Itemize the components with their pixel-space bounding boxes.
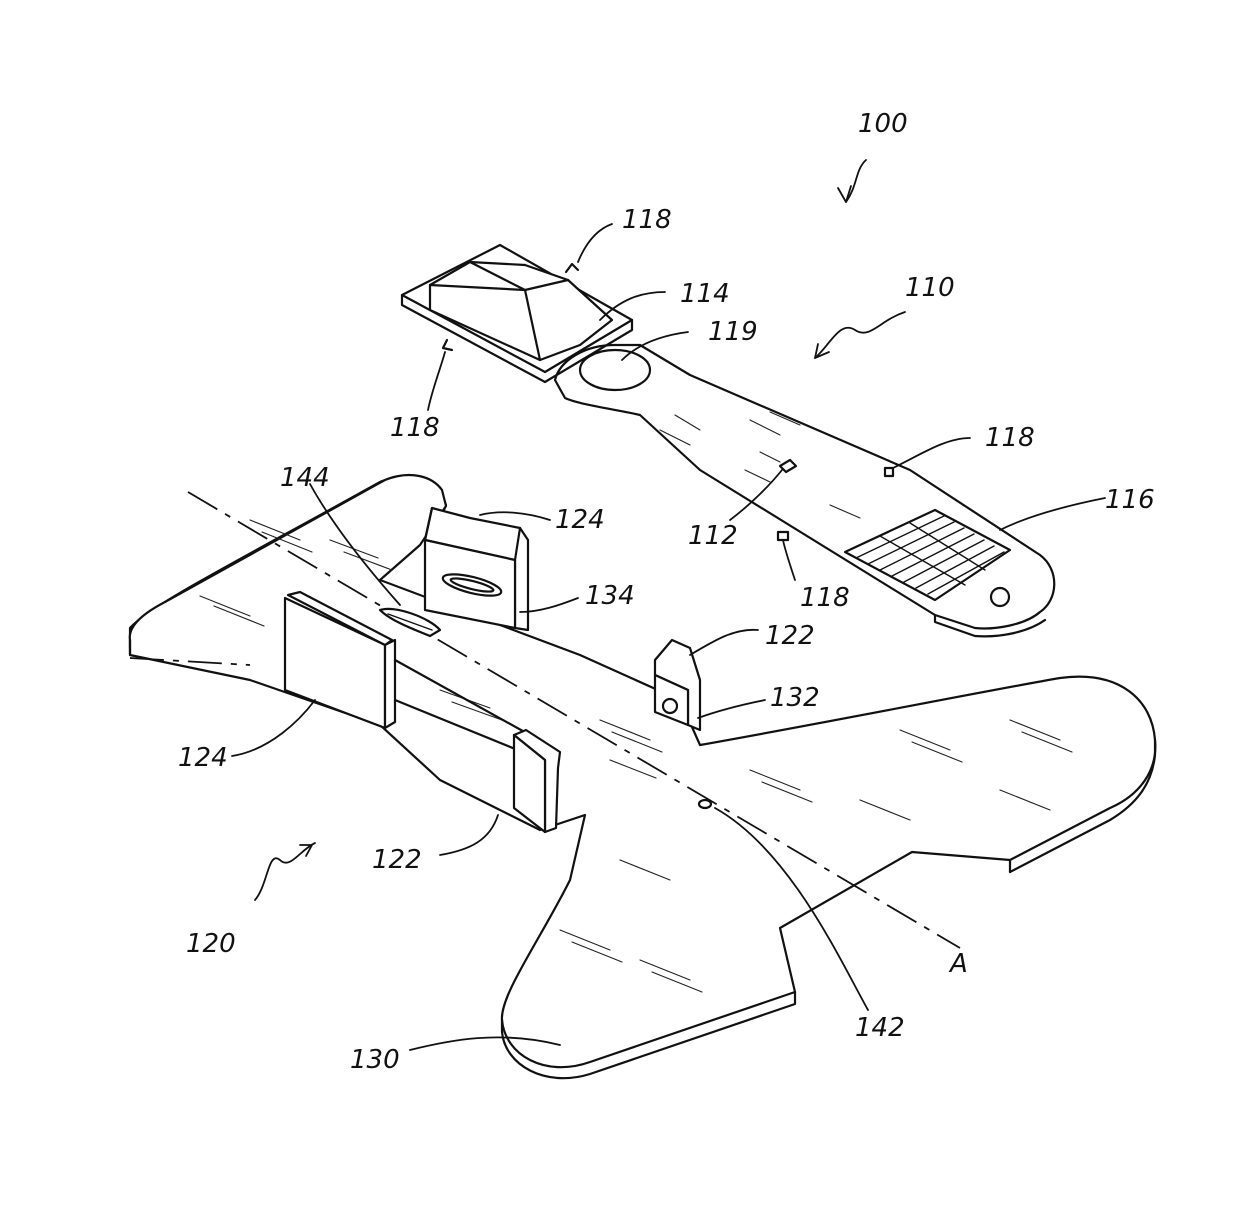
label-contact-strip: 116 xyxy=(1105,485,1155,515)
pin-right-lower xyxy=(778,532,788,540)
label-clip-rear: 122 xyxy=(765,621,815,651)
label-clip-front: 122 xyxy=(372,845,422,875)
label-sensor-window: 112 xyxy=(688,521,738,551)
label-axis: A xyxy=(948,949,968,979)
label-aperture: 119 xyxy=(708,317,758,347)
label-base-mark: 142 xyxy=(855,1013,905,1043)
label-pin-left: 118 xyxy=(390,413,440,443)
label-pin-top: 118 xyxy=(622,205,672,235)
label-pin-right-upper: 118 xyxy=(985,423,1035,453)
label-pin-right-lower: 118 xyxy=(800,583,850,613)
label-channel: 144 xyxy=(280,463,330,493)
label-wall-front: 124 xyxy=(178,743,228,773)
label-wall-rear: 124 xyxy=(555,505,605,535)
label-base: 120 xyxy=(186,929,236,959)
wall-rear xyxy=(425,508,528,630)
pin-left xyxy=(443,340,452,350)
label-assembly: 100 xyxy=(858,109,908,139)
label-base-wing: 130 xyxy=(350,1045,400,1075)
label-clip-hole: 132 xyxy=(770,683,820,713)
pin-top xyxy=(566,264,578,272)
label-wall-slot: 134 xyxy=(585,581,635,611)
label-sensor-unit: 110 xyxy=(905,273,955,303)
label-module-housing: 114 xyxy=(680,279,730,309)
